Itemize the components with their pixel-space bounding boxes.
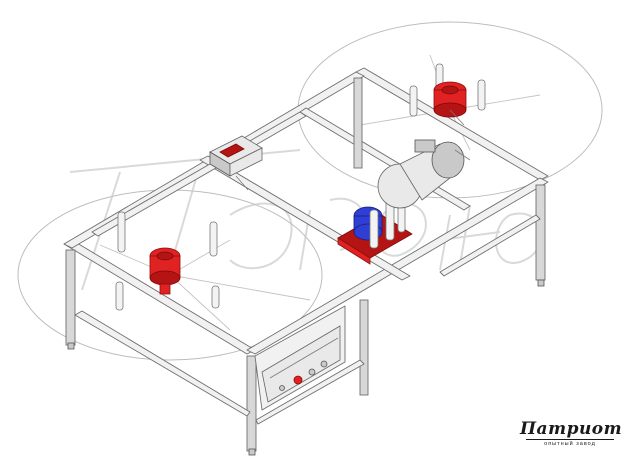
digital-counter-icon xyxy=(209,135,263,191)
red-hub-icon xyxy=(409,63,486,126)
brand-rule xyxy=(526,439,614,440)
electric-motor-icon xyxy=(377,139,471,209)
table-frame xyxy=(63,67,549,456)
brand-tagline: опытный завод xyxy=(544,441,596,447)
brand-name: Патриот xyxy=(520,419,623,439)
red-hub-icon xyxy=(115,211,220,311)
reel-spoke xyxy=(359,54,541,151)
reel-spoke xyxy=(99,239,311,331)
control-panel-icon xyxy=(254,305,346,411)
brand-logo: Патриот опытный завод xyxy=(520,419,623,448)
